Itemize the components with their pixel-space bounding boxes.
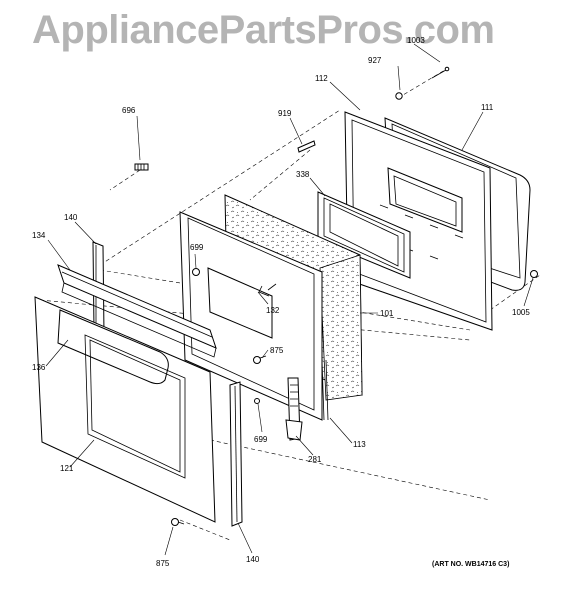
part-281-hinge: [285, 377, 303, 441]
part-338-window-glass: [317, 191, 411, 279]
part-134-vent-trim: [57, 264, 217, 358]
part-140-trim-right: [229, 381, 243, 527]
label-140: 140: [64, 213, 78, 222]
part-1005-screw-icon: [530, 270, 538, 278]
label-101: 101: [380, 309, 394, 318]
screw-icons: [134, 66, 538, 526]
part-875-screw-lower-icon: [171, 518, 185, 526]
label-696: 696: [122, 106, 136, 115]
part-number-labels: 1003 927 112 111 696 919 338 140 134 699…: [32, 36, 530, 568]
part-696-screw-icon: [134, 163, 149, 171]
label-338: 338: [296, 170, 310, 179]
assembly-guide-lines: [39, 69, 541, 541]
label-134: 134: [32, 231, 46, 240]
part-121-outer-door: [34, 296, 216, 523]
label-132: 132: [266, 306, 280, 315]
part-875-screw-icon: [253, 355, 267, 364]
part-927-washer-icon: [395, 92, 403, 100]
label-140-lower: 140: [246, 555, 260, 564]
label-875: 875: [270, 346, 284, 355]
callout-leader-lines: [45, 43, 534, 556]
label-136: 136: [32, 363, 46, 372]
part-919-pin-icon: [297, 140, 316, 153]
label-699-lower: 699: [254, 435, 268, 444]
part-132-door-liner: [179, 211, 323, 421]
part-113-hinge-receiver: [321, 359, 329, 421]
label-699: 699: [190, 243, 204, 252]
label-1005: 1005: [512, 308, 530, 317]
label-111: 111: [481, 103, 494, 112]
label-281: 281: [308, 455, 322, 464]
label-113: 113: [353, 440, 366, 449]
label-919: 919: [278, 109, 292, 118]
label-112: 112: [315, 74, 328, 83]
watermark-text: AppliancePartsPros.com: [32, 8, 495, 52]
label-121: 121: [60, 464, 74, 473]
label-927: 927: [368, 56, 382, 65]
art-number: (ART NO. WB14716 C3): [432, 561, 510, 568]
label-1003: 1003: [407, 36, 425, 45]
part-1003-screw-icon: [431, 66, 450, 79]
part-699-screw-lower-icon: [254, 398, 260, 404]
label-875-lower: 875: [156, 559, 170, 568]
part-699-screw-icon: [192, 268, 200, 276]
